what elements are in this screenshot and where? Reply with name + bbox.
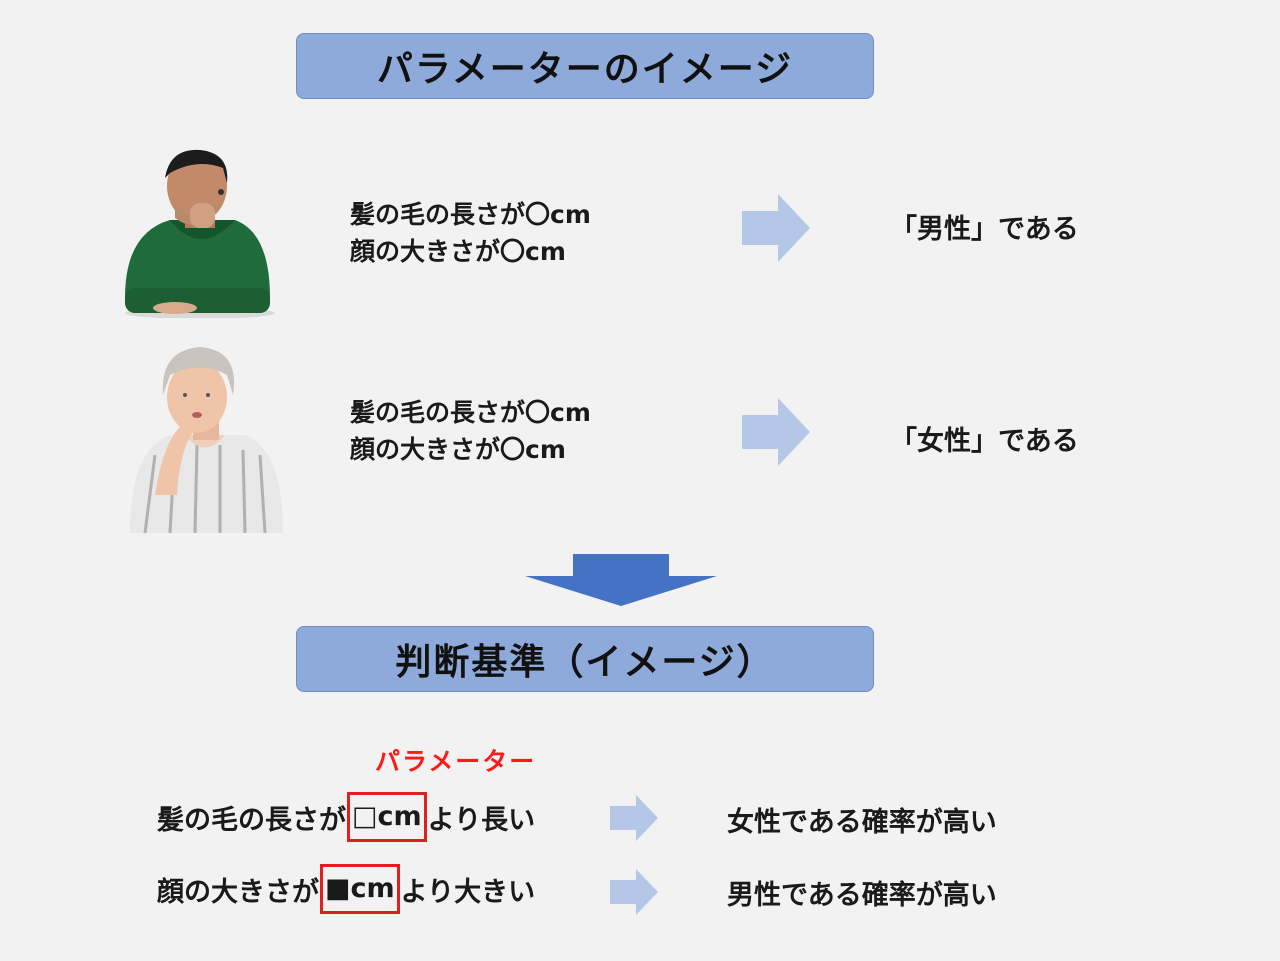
rule-2-result: 男性である確率が高い bbox=[727, 880, 997, 911]
rule-1-parameter-box: □cm bbox=[347, 792, 427, 842]
arrow-right-icon bbox=[610, 795, 658, 841]
example-1-params: 髪の毛の長さが〇cm 顔の大きさが〇cm bbox=[350, 196, 591, 270]
rule-1-suffix: より長い bbox=[427, 804, 536, 836]
example-1-hair: 髪の毛の長さが〇cm bbox=[350, 200, 591, 229]
woman-photo bbox=[130, 347, 283, 534]
example-2-hair: 髪の毛の長さが〇cm bbox=[350, 398, 591, 427]
example-2-result: 「女性」である bbox=[890, 426, 1079, 457]
rule-2-parameter-box: ■cm bbox=[320, 864, 400, 914]
parameter-image-title: パラメーターのイメージ bbox=[296, 33, 874, 99]
example-2-face: 顔の大きさが〇cm bbox=[350, 435, 566, 464]
example-2-params: 髪の毛の長さが〇cm 顔の大きさが〇cm bbox=[350, 394, 591, 468]
rule-1: 髪の毛の長さが □cm より長い bbox=[157, 792, 535, 842]
criteria-title-text: 判断基準（イメージ） bbox=[395, 642, 775, 683]
arrow-right-icon bbox=[610, 869, 658, 915]
arrow-down-icon bbox=[525, 554, 717, 606]
rule-1-result: 女性である確率が高い bbox=[727, 807, 997, 838]
criteria-title: 判断基準（イメージ） bbox=[296, 626, 874, 692]
rule-2-suffix: より大きい bbox=[400, 876, 536, 908]
arrow-right-icon bbox=[742, 194, 810, 262]
rule-2-prefix: 顔の大きさが bbox=[157, 876, 319, 908]
example-1-result: 「男性」である bbox=[890, 214, 1079, 245]
parameter-label: パラメーター bbox=[375, 747, 537, 776]
rule-1-prefix: 髪の毛の長さが bbox=[157, 804, 346, 836]
man-photo bbox=[125, 149, 275, 318]
arrow-right-icon bbox=[742, 398, 810, 466]
parameter-image-title-text: パラメーターのイメージ bbox=[376, 49, 794, 90]
rule-2: 顔の大きさが ■cm より大きい bbox=[157, 864, 535, 914]
example-1-face: 顔の大きさが〇cm bbox=[350, 237, 566, 266]
